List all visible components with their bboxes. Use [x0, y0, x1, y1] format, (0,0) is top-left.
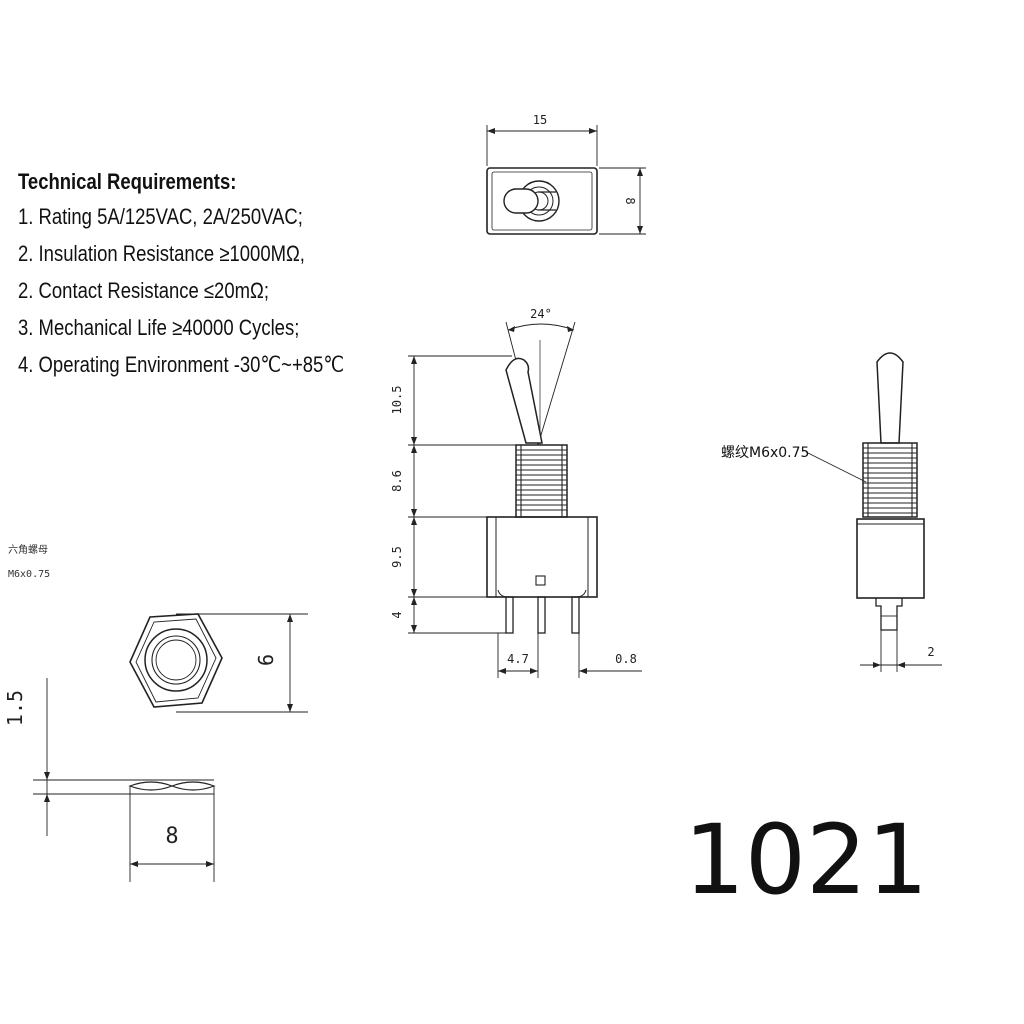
nut-label-spec: M6x0.75: [8, 569, 50, 580]
nut-views: 六角螺母 M6x0.75 9 1.5 8: [3, 544, 308, 882]
side-view: 螺纹M6x0.75 2: [721, 352, 942, 672]
front-view: 24° 10.5 8.6 9.5 4: [390, 307, 642, 678]
dim-nut-width: 8: [165, 824, 178, 849]
dim-nut-thickness: 1.5: [3, 690, 27, 726]
requirement-line: 2. Contact Resistance ≤20mΩ;: [18, 278, 269, 303]
hex-nut: [129, 613, 223, 708]
requirement-line: 3. Mechanical Life ≥40000 Cycles;: [18, 315, 300, 340]
top-view-lever: [503, 188, 539, 214]
dim-lever: 10.5: [390, 386, 404, 415]
dim-thread: 8.6: [390, 470, 404, 492]
dim-body: 9.5: [390, 546, 404, 568]
top-view: 15 8: [486, 113, 646, 235]
dim-side-pin: 2: [927, 645, 934, 659]
thread-spec-label: 螺纹M6x0.75: [721, 445, 809, 461]
side-pin: [875, 598, 903, 631]
dim-pins: 4: [390, 611, 404, 618]
front-pin: [571, 596, 580, 634]
top-view-body: [486, 167, 598, 235]
dim-pin-pitch: 4.7: [507, 652, 529, 666]
dim-pin-width: 0.8: [615, 652, 637, 666]
requirements-title: Technical Requirements:: [18, 169, 237, 194]
nut-label-cn: 六角螺母: [8, 544, 48, 556]
front-pin: [537, 596, 546, 634]
front-pin: [505, 596, 514, 634]
front-lever: [505, 357, 543, 444]
requirement-line: 1. Rating 5A/125VAC, 2A/250VAC;: [18, 204, 303, 229]
model-number: 1021: [684, 804, 928, 916]
dim-nut-across: 9: [253, 654, 277, 666]
front-thread: [515, 444, 568, 518]
requirement-line: 4. Operating Environment -30℃~+85℃: [18, 352, 345, 377]
side-thread: [862, 442, 918, 518]
side-body: [856, 518, 925, 599]
dim-top-height: 8: [623, 197, 637, 204]
nut-side: [128, 781, 216, 791]
requirement-line: 2. Insulation Resistance ≥1000MΩ,: [18, 241, 305, 266]
technical-requirements: Technical Requirements: 1. Rating 5A/125…: [18, 166, 418, 383]
dim-top-width: 15: [533, 113, 547, 127]
dim-angle: 24°: [530, 307, 552, 321]
side-lever: [876, 352, 904, 444]
